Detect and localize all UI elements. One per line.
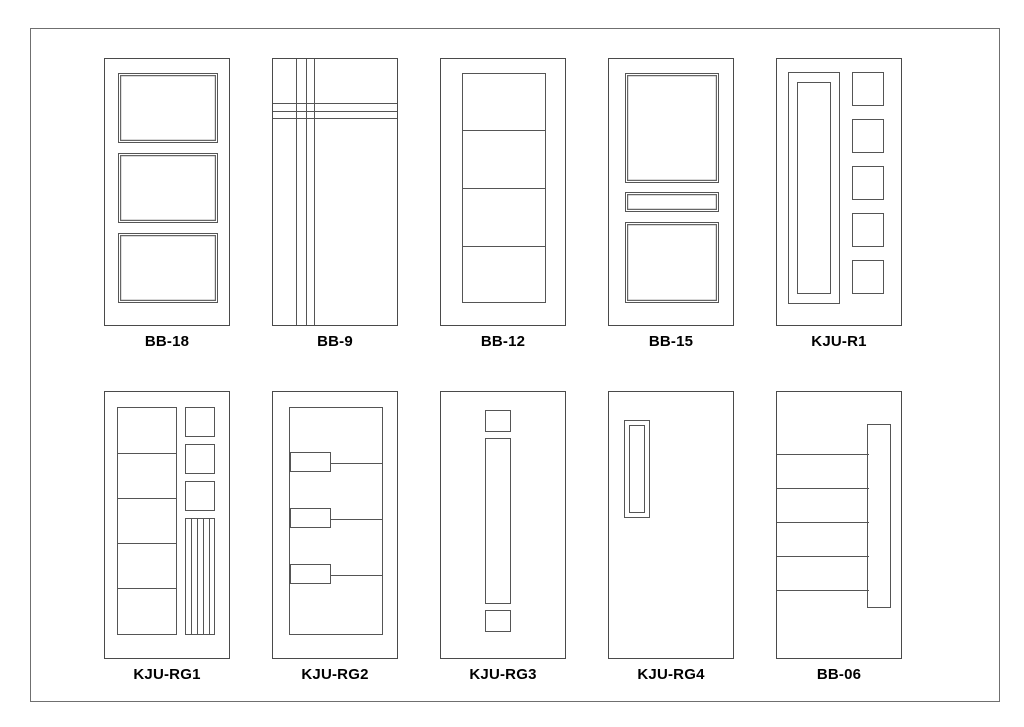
slat-line-4 [209,519,210,634]
slot-inner-frame [629,425,645,513]
door-outline-bb-9 [272,58,398,326]
tab-3 [290,564,331,584]
door-label-bb-15: BB-15 [648,333,694,350]
panel-narrow-middle [625,192,719,212]
door-cell-kju-rg4[interactable]: KJU-RG4 [586,383,756,683]
panel-bottom [118,233,218,303]
door-cell-bb-9[interactable]: BB-9 [250,50,420,350]
rail-line-1 [330,463,382,464]
rail-line-1 [777,454,869,455]
rail-line-3 [777,522,869,523]
door-label-bb-9: BB-9 [317,333,353,350]
square-4 [852,213,884,247]
panel-middle [118,153,218,223]
square-bottom [485,610,511,632]
door-outline-bb-06 [776,391,902,659]
panel-centre-strip [485,438,511,604]
panel-divider-1 [463,130,545,131]
square-2 [852,119,884,153]
square-5 [852,260,884,294]
door-cell-bb-18[interactable]: BB-18 [82,50,252,350]
door-label-kju-rg2: KJU-RG2 [301,666,369,683]
stack-divider-2 [118,498,176,499]
door-outline-kju-rg3 [440,391,566,659]
door-row-1: BB-18 BB-9 BB-12 [0,50,1024,350]
stack-divider-1 [118,453,176,454]
reveal-vline-3 [314,59,315,325]
door-outline-kju-r1 [776,58,902,326]
panel-main [289,407,383,635]
rail-line-4 [777,556,869,557]
door-outline-bb-18 [104,58,230,326]
door-outline-bb-15 [608,58,734,326]
reveal-vline-2 [306,59,307,325]
slat-line-2 [197,519,198,634]
panel-divider-3 [463,246,545,247]
reveal-hline-1 [273,103,397,104]
door-outline-kju-rg4 [608,391,734,659]
door-label-bb-12: BB-12 [480,333,526,350]
door-cell-bb-06[interactable]: BB-06 [754,383,924,683]
door-cell-bb-15[interactable]: BB-15 [586,50,756,350]
rail-line-5 [777,590,869,591]
reveal-vline-1 [296,59,297,325]
door-outline-kju-rg2 [272,391,398,659]
panel-tall-glass-outer [788,72,840,304]
door-label-kju-rg4: KJU-RG4 [637,666,705,683]
door-label-bb-06: BB-06 [816,666,862,683]
panel-top [118,73,218,143]
panel-top [625,73,719,183]
reveal-hline-3 [273,118,397,119]
door-cell-bb-12[interactable]: BB-12 [418,50,588,350]
square-1 [185,407,215,437]
reveal-hline-2 [273,111,397,112]
door-outline-bb-12 [440,58,566,326]
door-label-kju-r1: KJU-R1 [811,333,867,350]
tab-1 [290,452,331,472]
tab-2 [290,508,331,528]
door-row-2: KJU-RG1 KJU-RG2 K [0,383,1024,683]
door-cell-kju-rg2[interactable]: KJU-RG2 [250,383,420,683]
rail-line-2 [777,488,869,489]
panel-left-stack [117,407,177,635]
slot-outer-frame [624,420,650,518]
door-label-kju-rg1: KJU-RG1 [133,666,201,683]
door-label-kju-rg3: KJU-RG3 [469,666,537,683]
rail-line-2 [330,519,382,520]
door-cell-kju-rg3[interactable]: KJU-RG3 [418,383,588,683]
panel-bottom [625,222,719,303]
rail-line-3 [330,575,382,576]
square-2 [185,444,215,474]
door-cell-kju-rg1[interactable]: KJU-RG1 [82,383,252,683]
door-label-bb-18: BB-18 [144,333,190,350]
door-cell-kju-r1[interactable]: KJU-R1 [754,50,924,350]
panel-divider-2 [463,188,545,189]
panel-main [462,73,546,303]
panel-slats [185,518,215,635]
square-top [485,410,511,432]
panel-tall-glass-inner [797,82,831,294]
vertical-bar [867,424,891,608]
square-3 [852,166,884,200]
stack-divider-4 [118,588,176,589]
square-3 [185,481,215,511]
door-outline-kju-rg1 [104,391,230,659]
slat-line-1 [191,519,192,634]
square-1 [852,72,884,106]
stack-divider-3 [118,543,176,544]
slat-line-3 [203,519,204,634]
